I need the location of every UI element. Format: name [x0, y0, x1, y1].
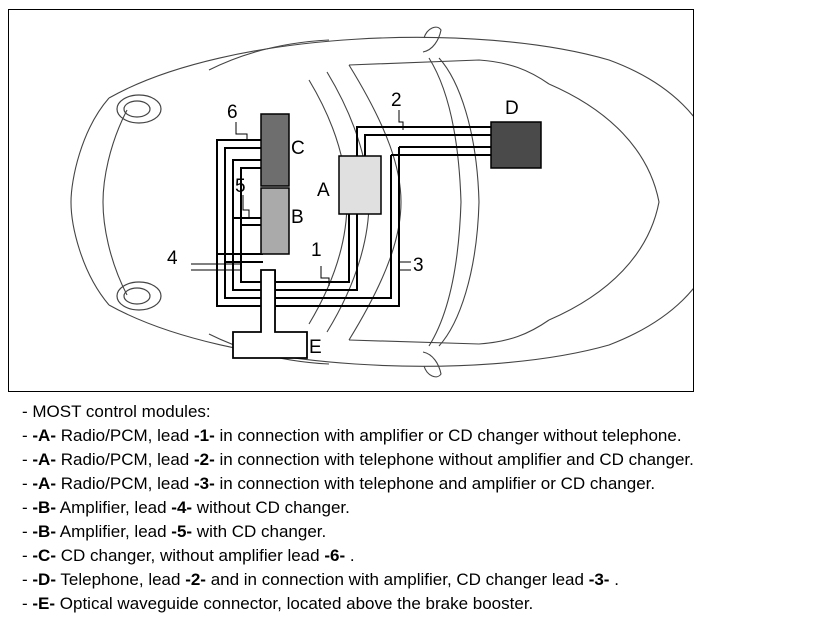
legend-items: - -A- Radio/PCM, lead -1- in connection …: [22, 424, 812, 616]
legend-code: -1-: [193, 426, 215, 445]
label-lead-1: 1: [311, 240, 322, 261]
legend-code: -C-: [32, 546, 56, 565]
legend-code: -A-: [32, 474, 56, 493]
legend-text: CD changer, without amplifier lead: [56, 546, 325, 565]
legend-code: -6-: [324, 546, 346, 565]
legend-code: -A-: [32, 426, 56, 445]
legend-code: -2-: [185, 570, 206, 589]
label-b: B: [291, 207, 304, 228]
legend-text: -: [22, 474, 33, 493]
legend-text: with CD changer.: [192, 522, 327, 541]
legend-code: -B-: [32, 498, 56, 517]
legend-item: - -D- Telephone, lead -2- and in connect…: [22, 568, 812, 592]
legend-text: -: [22, 426, 33, 445]
legend-item: - -B- Amplifier, lead -5- with CD change…: [22, 520, 812, 544]
legend-heading: - MOST control modules:: [22, 402, 211, 421]
label-lead-6: 6: [227, 102, 238, 123]
legend-code: -A-: [32, 450, 56, 469]
legend-item: - -A- Radio/PCM, lead -1- in connection …: [22, 424, 812, 448]
legend-item: - -B- Amplifier, lead -4- without CD cha…: [22, 496, 812, 520]
car-most-diagram: A B C D E 1 2 3 4 5 6: [70, 26, 693, 378]
legend-text: -: [22, 522, 33, 541]
label-lead-5: 5: [235, 176, 246, 197]
legend-code: -5-: [171, 522, 193, 541]
legend-item: - -A- Radio/PCM, lead -3- in connection …: [22, 472, 812, 496]
headlight-left-bottom: [116, 281, 162, 311]
legend-code: -2-: [193, 450, 215, 469]
headlight-left-top: [116, 94, 162, 124]
label-lead-4: 4: [167, 248, 178, 269]
legend-code: -D-: [32, 570, 56, 589]
legend-code: -3-: [193, 474, 215, 493]
legend-text: without CD changer.: [192, 498, 350, 517]
legend-item: - -E- Optical waveguide connector, locat…: [22, 592, 812, 616]
legend-text: Radio/PCM, lead: [56, 474, 194, 493]
legend-text: Amplifier, lead: [56, 522, 172, 541]
fiber-leads: [216, 126, 491, 310]
leader-lines: [191, 110, 411, 286]
legend-text: -: [22, 546, 33, 565]
legend-code: -E-: [32, 594, 56, 613]
legend-item: - -A- Radio/PCM, lead -2- in connection …: [22, 448, 812, 472]
legend-text: -: [22, 450, 33, 469]
legend-text: -: [22, 570, 33, 589]
label-lead-3: 3: [413, 255, 424, 276]
module-d: [490, 121, 542, 169]
legend-code: -B-: [32, 522, 56, 541]
legend-code: -4-: [171, 498, 193, 517]
module-c: [260, 113, 290, 187]
label-d: D: [505, 98, 519, 119]
legend-text: -: [22, 498, 33, 517]
legend-text: Radio/PCM, lead: [56, 450, 194, 469]
legend-item: - -C- CD changer, without amplifier lead…: [22, 544, 812, 568]
legend-text: and in connection with amplifier, CD cha…: [205, 570, 589, 589]
label-lead-2: 2: [391, 90, 402, 111]
legend-text: -: [22, 594, 33, 613]
legend-text: Optical waveguide connector, located abo…: [55, 594, 534, 613]
label-a: A: [317, 180, 330, 201]
legend-text: Amplifier, lead: [56, 498, 172, 517]
module-e: [232, 269, 308, 359]
legend-text: Radio/PCM, lead: [56, 426, 194, 445]
module-a: [338, 155, 382, 215]
legend-text: Telephone, lead: [56, 570, 186, 589]
label-e: E: [309, 337, 322, 358]
car-outline: [70, 26, 693, 378]
diagram-frame: A B C D E 1 2 3 4 5 6: [8, 9, 694, 392]
legend-text: in connection with telephone without amp…: [214, 450, 694, 469]
label-c: C: [291, 138, 305, 159]
legend: - MOST control modules: - -A- Radio/PCM,…: [22, 400, 812, 616]
legend-text: in connection with amplifier or CD chang…: [214, 426, 682, 445]
legend-text: .: [609, 570, 619, 589]
legend-text: .: [345, 546, 355, 565]
legend-code: -3-: [588, 570, 610, 589]
module-b: [260, 187, 290, 255]
legend-text: in connection with telephone and amplifi…: [214, 474, 656, 493]
